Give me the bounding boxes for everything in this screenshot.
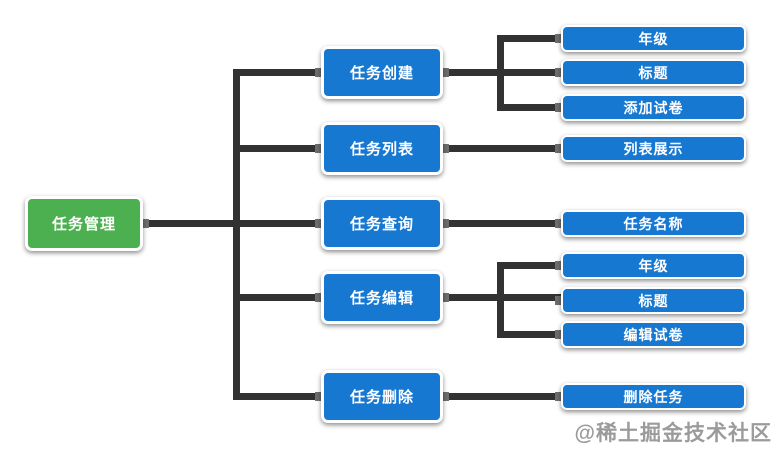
branch-node-task-edit: 任务编辑 — [321, 271, 443, 324]
connector-line — [240, 69, 321, 76]
connector-stub — [315, 68, 324, 77]
branch-node-task-create: 任务创建 — [321, 46, 443, 99]
connector-stub — [555, 261, 564, 270]
connector-stub — [555, 296, 564, 305]
leaf-node-title-2: 标题 — [561, 287, 746, 314]
connector-stub — [440, 219, 449, 228]
connector-stub — [315, 392, 324, 401]
connector-stub — [555, 34, 564, 43]
connector-line — [497, 35, 504, 111]
watermark-text: @稀土掘金技术社区 — [574, 422, 772, 445]
connector-stub — [315, 219, 324, 228]
connector-line — [497, 262, 504, 338]
leaf-node-grade-2: 年级 — [561, 252, 746, 279]
connector-line — [233, 69, 240, 400]
connector-stub — [440, 293, 449, 302]
leaf-node-grade: 年级 — [561, 25, 746, 52]
connector-stub — [555, 68, 564, 77]
connector-stub — [440, 68, 449, 77]
connector-stub — [315, 144, 324, 153]
leaf-node-title: 标题 — [561, 59, 746, 86]
connector-line — [240, 145, 321, 152]
connector-line — [504, 35, 561, 42]
connector-stub — [440, 392, 449, 401]
connector-stub — [315, 293, 324, 302]
connector-line — [240, 294, 321, 301]
connector-stub — [140, 219, 149, 228]
root-node-task-management: 任务管理 — [25, 196, 143, 251]
connector-line — [504, 104, 561, 111]
connector-stub — [555, 219, 564, 228]
leaf-node-edit-paper: 编辑试卷 — [561, 321, 746, 348]
leaf-node-task-name: 任务名称 — [561, 210, 746, 237]
leaf-node-list-display: 列表展示 — [561, 135, 746, 162]
branch-node-task-list: 任务列表 — [321, 122, 443, 175]
connector-stub — [555, 330, 564, 339]
connector-line — [240, 393, 321, 400]
connector-line — [143, 220, 321, 227]
connector-stub — [555, 392, 564, 401]
connector-stub — [555, 103, 564, 112]
branch-node-task-query: 任务查询 — [321, 197, 443, 250]
connector-line — [443, 145, 561, 152]
connector-line — [504, 262, 561, 269]
leaf-node-add-paper: 添加试卷 — [561, 94, 746, 121]
connector-line — [443, 393, 561, 400]
connector-stub — [555, 144, 564, 153]
connector-line — [443, 220, 561, 227]
leaf-node-delete-task: 删除任务 — [561, 383, 746, 410]
connector-line — [504, 331, 561, 338]
connector-stub — [440, 144, 449, 153]
branch-node-task-delete: 任务删除 — [321, 370, 443, 423]
